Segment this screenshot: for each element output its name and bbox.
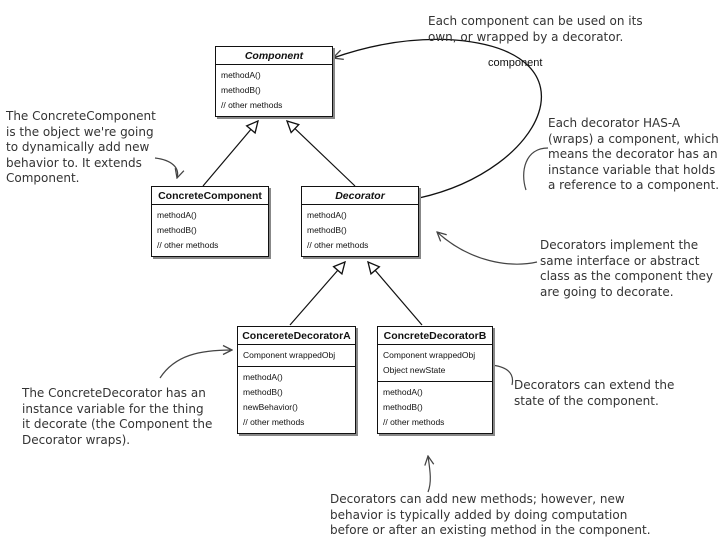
methods-section: methodA() methodB() // other methods [302,205,418,256]
method: methodA() [383,387,423,397]
class-decorator: Decorator methodA() methodB() // other m… [301,186,419,257]
class-concrete-component: ConcreteComponent methodA() methodB() //… [151,186,269,257]
class-concrete-decorator-a: ConcereteDecoratorA Component wrappedObj… [237,326,356,434]
method: // other methods [383,417,445,427]
class-title: Component [216,47,332,65]
methods-section: methodA() methodB() // other methods [216,65,332,116]
class-concrete-decorator-b: ConcreteDecoratorB Component wrappedObj … [377,326,493,434]
class-title: ConcereteDecoratorA [238,327,355,345]
association-label: component [488,57,543,69]
class-title: ConcreteComponent [152,187,268,205]
pointer-has-a [523,147,549,191]
pointer-concrete-component [154,157,178,178]
method: // other methods [157,240,219,250]
method: methodB() [221,85,261,95]
note-has-a: Each decorator HAS-A (wraps) a component… [548,116,720,192]
note-concrete-decorator: The ConcreteDecorator has an instance va… [22,386,213,447]
inherit-decorator-a [289,262,345,326]
method: methodB() [243,387,283,397]
method: methodB() [383,402,423,412]
fields-section: Component wrappedObj Object newState [378,345,492,382]
note-extend-state: Decorators can extend the state of the c… [514,378,675,408]
field: Component wrappedObj [243,350,336,360]
method: methodA() [307,210,347,220]
method: // other methods [221,100,283,110]
method: methodA() [243,372,283,382]
methods-section: methodA() methodB() // other methods [152,205,268,256]
pointer-concrete-decorator [159,350,232,379]
methods-section: methodA() methodB() // other methods [378,382,492,433]
inherit-concretecomponent [202,121,258,187]
class-title: Decorator [302,187,418,205]
field: Object newState [383,365,446,375]
method: methodB() [307,225,347,235]
note-concrete-component: The ConcreteComponent is the object we'r… [6,109,156,185]
pointer-new-methods [428,456,430,493]
inherit-decorator [287,121,356,187]
methods-section: methodA() methodB() newBehavior() // oth… [238,367,355,433]
field: Component wrappedObj [383,350,476,360]
fields-section: Component wrappedObj [238,345,355,367]
method: // other methods [307,240,369,250]
note-implement: Decorators implement the same interface … [540,238,714,299]
class-component: Component methodA() methodB() // other m… [215,46,333,117]
note-top: Each component can be used on its own, o… [428,14,643,44]
note-new-methods: Decorators can add new methods; however,… [330,492,651,537]
pointer-extend-state [489,364,514,386]
method: methodA() [157,210,197,220]
class-title: ConcreteDecoratorB [378,327,492,345]
method: methodA() [221,70,261,80]
method: methodB() [157,225,197,235]
inherit-decorator-b [368,262,423,326]
pointer-implement [437,232,538,265]
method: // other methods [243,417,305,427]
method: newBehavior() [243,402,298,412]
association-arc [333,38,543,199]
